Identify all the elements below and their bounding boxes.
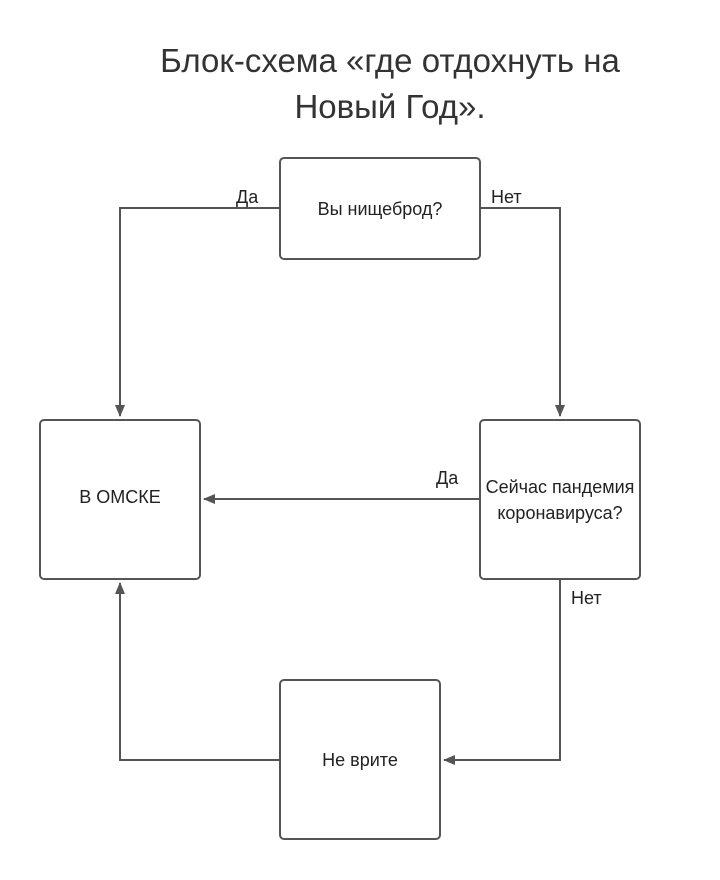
edge-lie-to-omsk [115, 582, 279, 761]
edge-cheap-no-to-pandemic [481, 207, 565, 417]
node-question-cheap-label: Вы нищеброд? [317, 198, 443, 219]
node-question-pandemic: Сейчас пандемия коронавируса? [479, 419, 641, 580]
node-question-pandemic-label: Сейчас пандемия коронавируса? [485, 476, 635, 523]
edge-label-cheap-yes: Да [236, 187, 259, 207]
node-lie: Не врите [279, 679, 441, 840]
edge-cheap-yes-to-omsk [115, 207, 279, 417]
edge-label-cheap-no: Нет [491, 187, 522, 207]
edge-label-pandemic-no: Нет [571, 588, 602, 608]
node-question-cheap: Вы нищеброд? [279, 157, 481, 260]
node-in-omsk-label: В ОМСКЕ [79, 487, 161, 507]
edge-label-pandemic-yes: Да [436, 468, 459, 488]
diagram-title: Блок-схема «где отдохнуть на Новый Год». [160, 42, 620, 125]
edge-pandemic-no-to-lie [443, 580, 561, 765]
node-in-omsk: В ОМСКЕ [39, 419, 201, 580]
node-lie-label: Не врите [322, 749, 398, 770]
